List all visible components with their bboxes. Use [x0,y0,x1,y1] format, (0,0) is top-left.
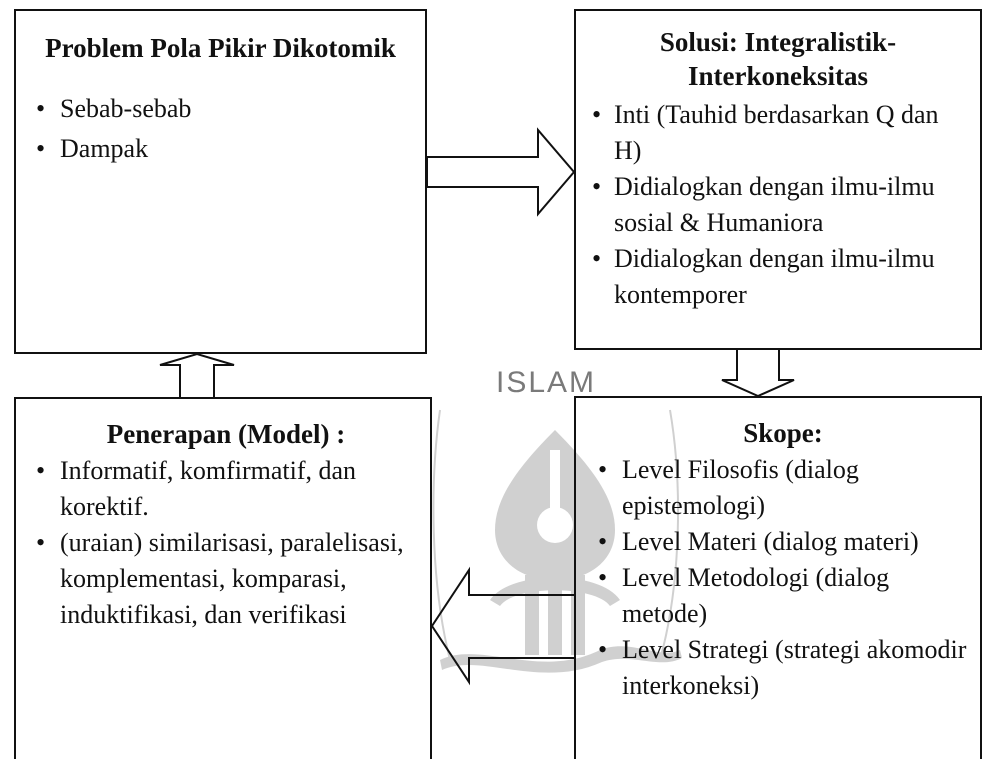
problem-bullet-list: Sebab-sebab Dampak [34,89,407,169]
problem-bullet: Dampak [34,129,407,169]
scope-title: Skope: [743,418,823,448]
problem-bullet: Sebab-sebab [34,89,407,129]
solution-bullet: Didialogkan dengan ilmu-ilmu sosial & Hu… [590,169,966,241]
arrow-scope-to-application [430,566,574,686]
solution-box: Solusi: Integralistik-Interkoneksitas In… [574,9,982,350]
application-box: Penerapan (Model) : Informatif, komfirma… [14,397,432,759]
scope-bullet: Level Filosofis (dialog epistemologi) [596,452,970,524]
scope-bullet-list: Level Filosofis (dialog epistemologi) Le… [596,452,970,704]
university-seal-watermark [432,409,682,673]
arrow-problem-to-solution [426,127,576,217]
scope-bullet: Level Materi (dialog materi) [596,524,970,560]
application-title: Penerapan (Model) : [106,419,346,449]
scope-box: Skope: Level Filosofis (dialog epistemol… [574,396,982,759]
application-bullet: (uraian) similarisasi, paralelisasi, kom… [34,525,418,633]
solution-title: Solusi: Integralistik-Interkoneksitas [659,27,897,91]
problem-box: Problem Pola Pikir Dikotomik Sebab-sebab… [14,9,427,354]
application-bullet: Informatif, komfirmatif, dan korektif. [34,453,418,525]
solution-bullet: Inti (Tauhid berdasarkan Q dan H) [590,97,966,169]
problem-title: Problem Pola Pikir Dikotomik [45,33,396,63]
watermark-top-text: ISLAM [496,366,597,399]
scope-bullet: Level Metodologi (dialog metode) [596,560,970,632]
arrow-solution-to-scope [721,350,795,398]
solution-bullet-list: Inti (Tauhid berdasarkan Q dan H) Didial… [590,97,966,313]
scope-bullet: Level Strategi (strategi akomodir interk… [596,632,970,704]
solution-bullet: Didialogkan dengan ilmu-ilmu kontemporer [590,241,966,313]
arrow-application-to-problem [159,352,235,397]
application-bullet-list: Informatif, komfirmatif, dan korektif. (… [34,453,418,633]
